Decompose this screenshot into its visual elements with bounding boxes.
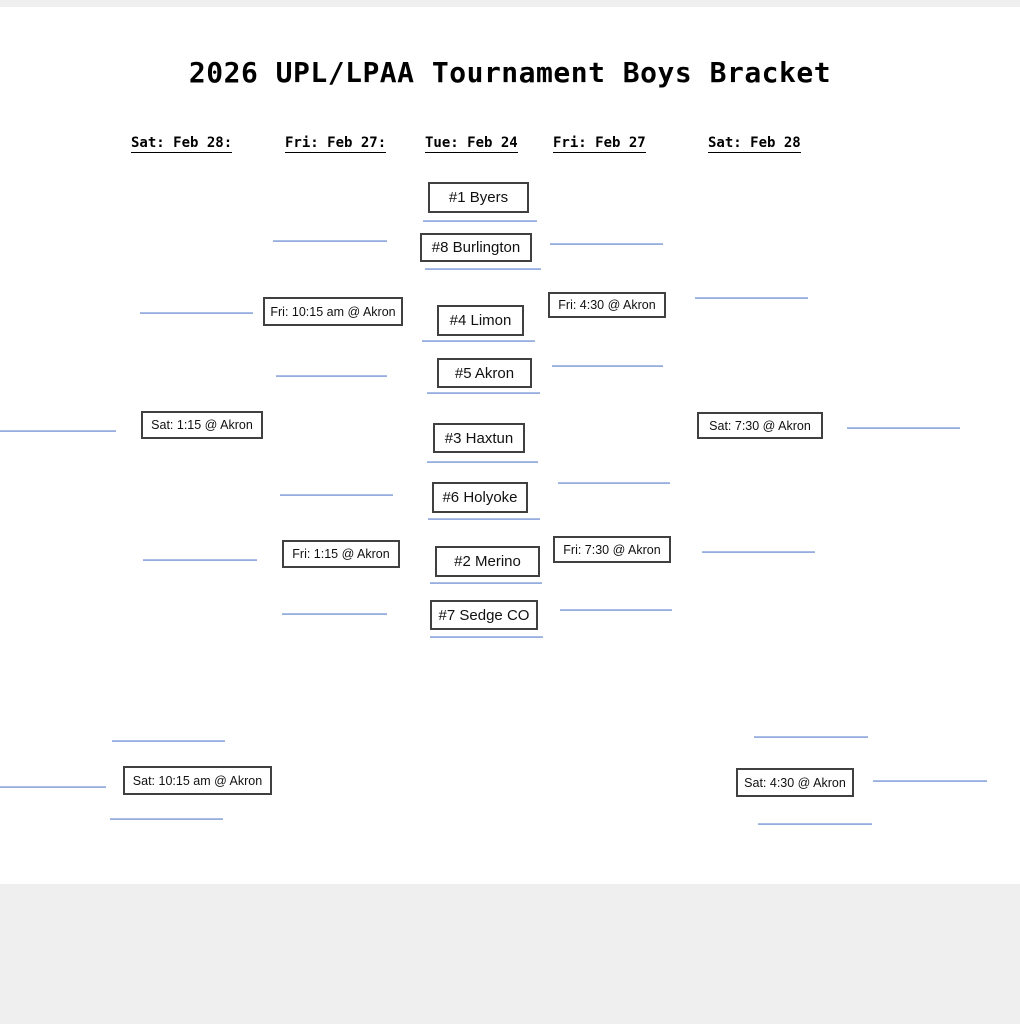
game-box-fri-1015am-akron[interactable]: Fri: 10:15 am @ Akron [263,297,403,326]
connector-line [758,823,872,825]
connector-line [276,375,387,377]
game-label: Sat: 10:15 am @ Akron [132,773,263,788]
winner-line [428,518,540,520]
page-title: 2026 UPL/LPAA Tournament Boys Bracket [188,56,832,89]
team-label: #2 Merino [454,553,521,570]
winner-line [422,340,535,342]
connector-line [0,430,116,432]
winner-line [425,268,541,270]
column-header-tue-feb-24: Tue: Feb 24 [425,135,518,153]
column-header-sat-feb-28-right: Sat: Feb 28 [708,135,801,153]
team-label: #7 Sedge CO [438,606,530,624]
connector-line [273,240,387,242]
connector-line [695,297,808,299]
game-label: Fri: 4:30 @ Akron [558,298,656,312]
winner-line [427,392,540,394]
connector-line [754,736,868,738]
team-label: #6 Holyoke [442,489,518,506]
game-box-sat-1015am-akron[interactable]: Sat: 10:15 am @ Akron [123,766,272,795]
team-box-3-haxtun[interactable]: #3 Haxtun [433,423,525,453]
team-label: #8 Burlington [431,239,521,256]
connector-line [847,427,960,429]
game-label: Fri: 7:30 @ Akron [563,542,661,557]
game-label: Sat: 1:15 @ Akron [151,418,253,432]
winner-line [430,636,543,638]
connector-line [112,740,225,742]
team-label: #1 Byers [448,189,509,206]
winner-line [423,220,537,222]
top-gray-strip [0,0,1020,7]
team-box-1-byers[interactable]: #1 Byers [428,182,529,213]
connector-line [552,365,663,367]
connector-line [873,780,987,782]
team-label: #4 Limon [449,312,512,329]
column-header-fri-feb-27-left: Fri: Feb 27: [285,135,387,153]
team-label: #5 Akron [454,364,515,382]
team-box-8-burlington[interactable]: #8 Burlington [420,233,532,262]
connector-line [282,613,387,615]
connector-line [0,786,106,788]
game-label: Sat: 7:30 @ Akron [709,418,811,433]
connector-line [550,243,663,245]
winner-line [427,461,538,463]
column-header-fri-feb-27-right: Fri: Feb 27 [553,135,646,153]
winner-line [430,582,542,584]
game-box-sat-430-akron[interactable]: Sat: 4:30 @ Akron [736,768,854,797]
game-box-fri-730-akron[interactable]: Fri: 7:30 @ Akron [553,536,671,563]
game-box-sat-115-akron[interactable]: Sat: 1:15 @ Akron [141,411,263,439]
game-box-fri-430-akron[interactable]: Fri: 4:30 @ Akron [548,292,666,318]
team-box-2-merino[interactable]: #2 Merino [435,546,540,577]
connector-line [143,559,257,561]
game-box-fri-115-akron[interactable]: Fri: 1:15 @ Akron [282,540,400,568]
game-box-sat-730-akron[interactable]: Sat: 7:30 @ Akron [697,412,823,439]
game-label: Sat: 4:30 @ Akron [744,775,846,790]
team-box-7-sedge-co[interactable]: #7 Sedge CO [430,600,538,630]
connector-line [560,609,672,611]
team-box-5-akron[interactable]: #5 Akron [437,358,532,388]
column-header-sat-feb-28-left: Sat: Feb 28: [131,135,233,153]
team-box-4-limon[interactable]: #4 Limon [437,305,524,336]
connector-line [280,494,393,496]
connector-line [110,818,223,820]
game-label: Fri: 10:15 am @ Akron [270,304,396,319]
connector-line [140,312,253,314]
game-label: Fri: 1:15 @ Akron [292,547,390,561]
team-box-6-holyoke[interactable]: #6 Holyoke [432,482,528,513]
connector-line [702,551,815,553]
bottom-gray-strip [0,884,1020,1024]
connector-line [558,482,670,484]
team-label: #3 Haxtun [444,429,514,447]
